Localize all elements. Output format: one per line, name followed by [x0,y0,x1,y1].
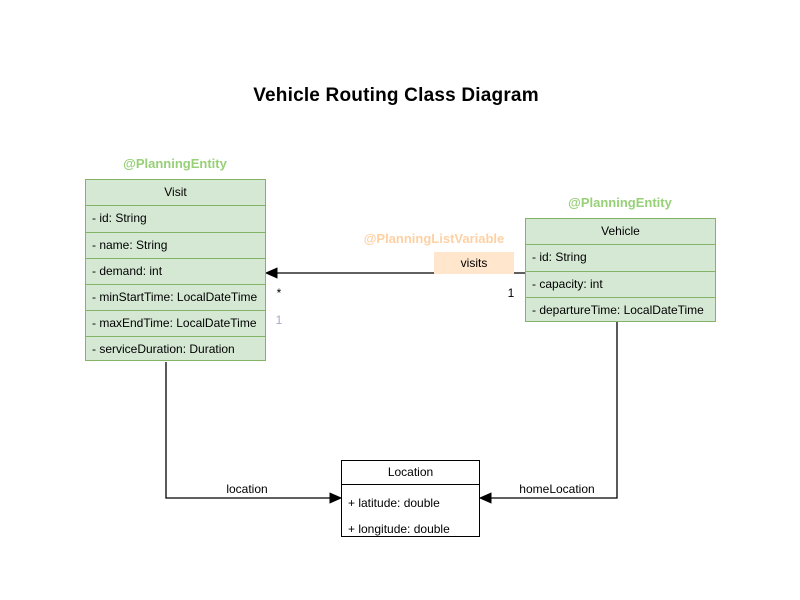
vehicle-class-box[interactable]: Vehicle - id: String - capacity: int - d… [525,218,716,322]
location-class-name: Location [342,461,479,485]
location-attribute: + longitude: double [348,522,450,536]
vehicle-attribute: - departureTime: LocalDateTime [526,297,715,323]
visit-attribute: - minStartTime: LocalDateTime [86,284,265,310]
visit-attribute: - demand: int [86,258,265,284]
visits-shadow-multiplicity: 1 [275,313,283,327]
home-location-edge-label[interactable]: homeLocation [519,482,595,496]
visit-class-box[interactable]: Visit - id: String - name: String - dema… [85,179,266,361]
visit-class-name: Visit [86,180,265,206]
visits-source-multiplicity: 1 [507,286,515,300]
vehicle-attribute: - id: String [532,250,587,264]
visit-attribute: - id: String [92,211,147,225]
visit-attribute: - serviceDuration: Duration [86,336,265,362]
planning-list-variable-annotation: @PlanningListVariable [363,231,505,246]
home-location-edge[interactable] [478,322,618,504]
location-class-box[interactable]: Location + latitude: double + longitude:… [341,460,480,537]
location-attribute: + latitude: double [348,496,440,510]
vehicle-class-name: Vehicle [526,219,715,245]
visits-edge-label[interactable]: visits [434,252,514,274]
visit-planning-entity-annotation: @PlanningEntity [123,156,227,171]
visit-attribute: - name: String [86,232,265,258]
diagram-title: Vehicle Routing Class Diagram [253,85,539,106]
visits-target-multiplicity: * [276,286,282,300]
visit-attribute: - maxEndTime: LocalDateTime [86,310,265,336]
vehicle-attribute: - capacity: int [526,271,715,297]
location-edge-label[interactable]: location [226,482,268,496]
vehicle-planning-entity-annotation: @PlanningEntity [568,195,672,210]
